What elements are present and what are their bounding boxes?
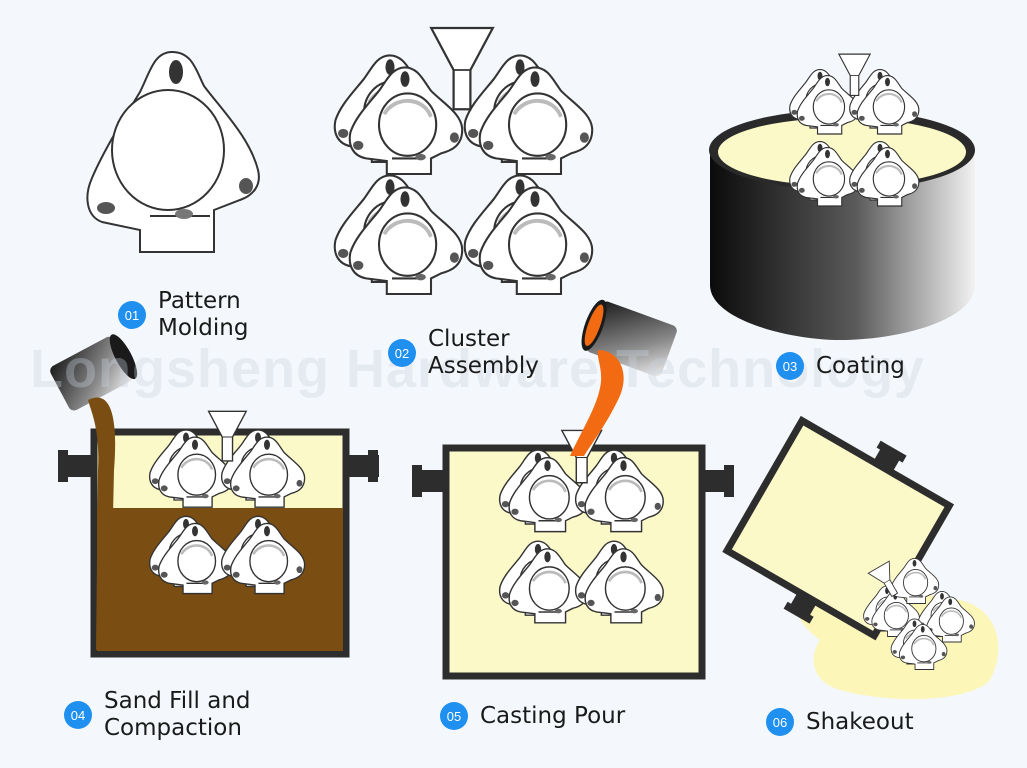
step-cluster-assembly: 02 Cluster Assembly [388, 326, 539, 380]
step-number-badge: 06 [766, 708, 794, 736]
sand-fill-illustration [50, 334, 379, 658]
step-sand-fill: 04 Sand Fill and Compaction [64, 688, 251, 742]
pattern-illustration [86, 50, 260, 253]
step-label: Cluster Assembly [428, 326, 539, 379]
step-pattern-molding: 01 Pattern Molding [118, 288, 248, 342]
step-shakeout: 06 Shakeout [766, 708, 914, 736]
step-number-badge: 01 [118, 301, 146, 329]
step-label: Shakeout [806, 708, 914, 735]
step-number-badge: 02 [388, 339, 416, 367]
step-coating: 03 Coating [776, 352, 905, 380]
coating-illustration [709, 54, 975, 340]
step-label: Pattern Molding [158, 288, 249, 341]
step-number-badge: 03 [776, 352, 804, 380]
step-label: Sand Fill and Compaction [104, 688, 251, 741]
step-casting-pour: 05 Casting Pour [440, 702, 625, 730]
step-number-badge: 04 [64, 701, 92, 729]
step-label: Casting Pour [480, 702, 626, 729]
step-label: Coating [816, 352, 905, 379]
cluster-illustration [332, 26, 595, 296]
shakeout-illustration [722, 415, 999, 700]
step-number-badge: 05 [440, 702, 468, 730]
casting-pour-illustration [412, 299, 734, 680]
